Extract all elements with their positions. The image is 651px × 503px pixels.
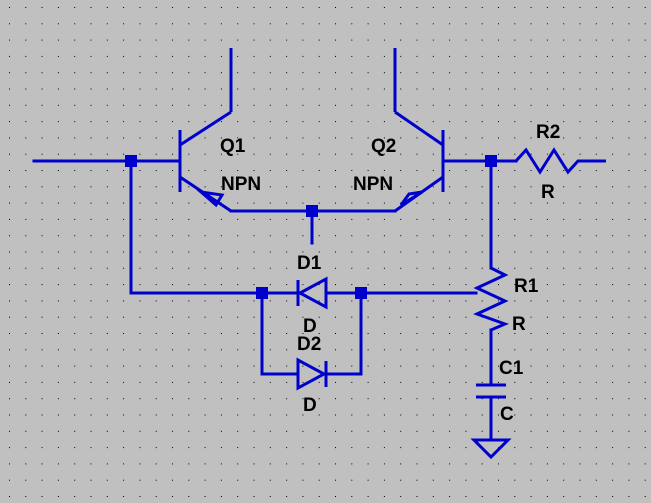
wires <box>32 159 518 442</box>
r1-potentiometer[interactable] <box>473 266 510 332</box>
d2-designator: D2 <box>297 334 321 355</box>
junction-r2[interactable] <box>485 155 497 167</box>
r1-value: R <box>512 314 526 335</box>
junction-emitters[interactable] <box>306 205 318 217</box>
d1-value: D <box>303 316 317 337</box>
q2-transistor[interactable] <box>393 48 445 213</box>
grid-dots <box>9 7 646 497</box>
d1-designator: D1 <box>297 253 322 274</box>
r1-designator: R1 <box>514 276 539 297</box>
junction-d-left[interactable] <box>256 287 268 299</box>
q1-designator: Q1 <box>220 136 246 157</box>
q1-transistor[interactable] <box>178 48 233 213</box>
c1-value: C <box>500 404 514 425</box>
c1-capacitor[interactable] <box>476 383 506 399</box>
c1-designator: C1 <box>499 358 524 379</box>
r2-value: R <box>541 182 555 203</box>
d2-diode[interactable] <box>296 357 328 391</box>
r2-designator: R2 <box>536 122 560 143</box>
d1-diode[interactable] <box>296 276 328 310</box>
q1-value: NPN <box>221 174 261 195</box>
q2-designator: Q2 <box>371 136 396 157</box>
junction-d-right[interactable] <box>355 287 367 299</box>
q2-value: NPN <box>353 174 393 195</box>
junctions <box>125 155 497 299</box>
ground-symbol[interactable] <box>470 438 512 460</box>
d2-value: D <box>303 395 317 416</box>
r2-resistor[interactable] <box>514 147 606 175</box>
junction-input[interactable] <box>125 155 137 167</box>
